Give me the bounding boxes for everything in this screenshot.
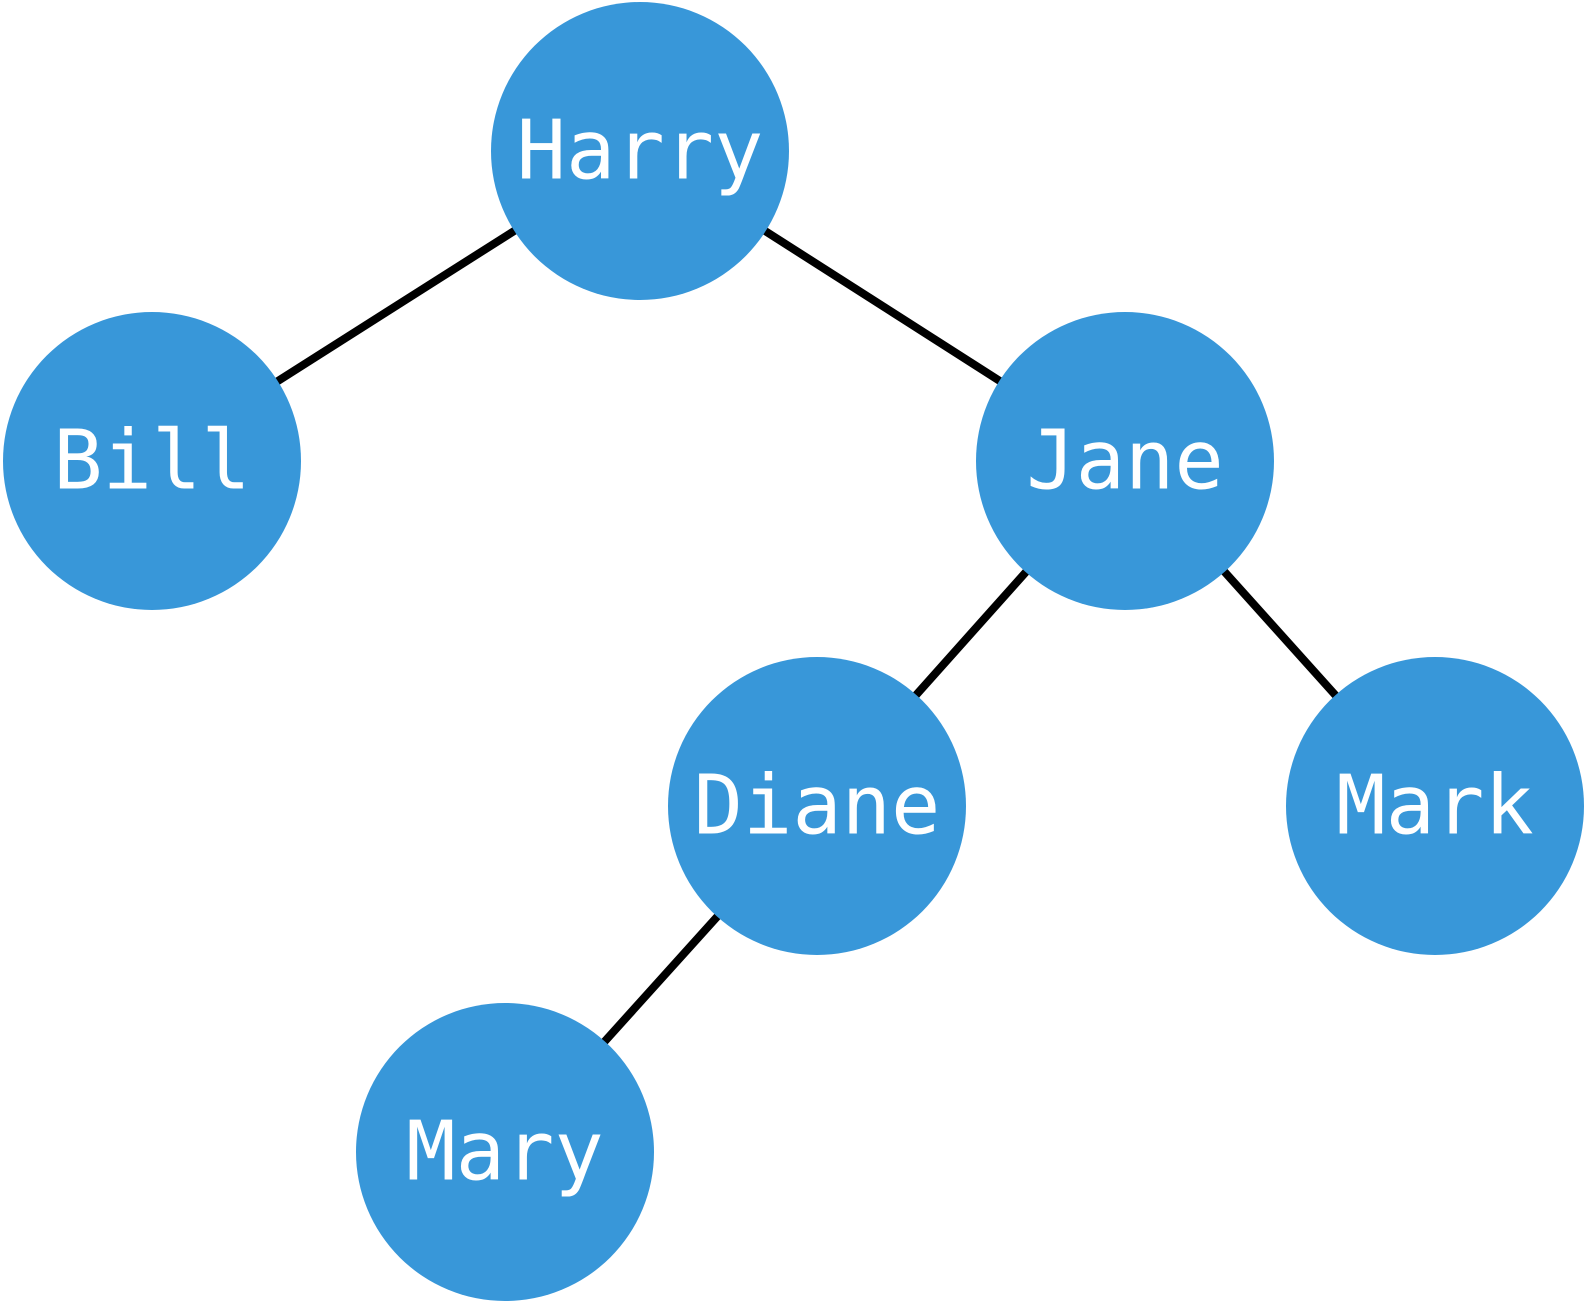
node-jane-circle (976, 312, 1274, 610)
node-mary-circle (356, 1003, 654, 1301)
node-harry-circle (491, 2, 789, 300)
node-mary: Mary (356, 1003, 654, 1301)
node-diane-label: Diane (694, 759, 941, 854)
node-diane: Diane (668, 657, 966, 955)
node-mark: Mark (1286, 657, 1584, 955)
node-mary-label: Mary (406, 1105, 603, 1200)
node-mark-label: Mark (1336, 759, 1533, 854)
node-bill-label: Bill (53, 414, 250, 509)
node-jane-label: Jane (1026, 414, 1223, 509)
node-mark-circle (1286, 657, 1584, 955)
node-diane-circle (668, 657, 966, 955)
node-bill-circle (3, 312, 301, 610)
node-harry-label: Harry (517, 104, 764, 199)
node-jane: Jane (976, 312, 1274, 610)
node-bill: Bill (3, 312, 301, 610)
node-harry: Harry (491, 2, 789, 300)
edge-layer (149, 147, 1438, 1155)
